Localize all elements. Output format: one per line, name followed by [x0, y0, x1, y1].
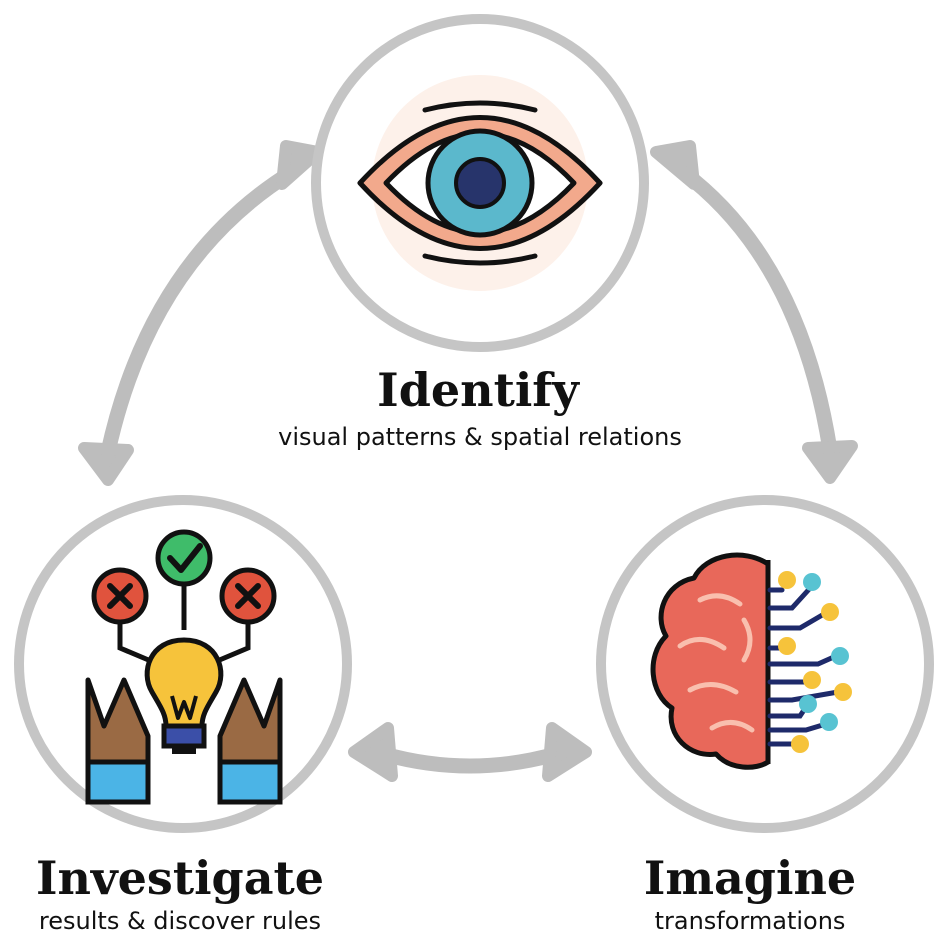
arrow-investigate-imagine — [348, 722, 592, 782]
eye-icon — [357, 75, 603, 291]
identify-title: Identify — [377, 363, 579, 417]
investigate-subtitle: results & discover rules — [38, 907, 322, 935]
identify-subtitle: visual patterns & spatial relations — [278, 423, 682, 451]
lightbulb-hands-icon — [85, 529, 283, 805]
investigate-title: Investigate — [35, 851, 325, 905]
arrow-identify-investigate — [78, 140, 324, 486]
imagine-title: Imagine — [643, 851, 857, 905]
arrow-identify-imagine — [650, 140, 858, 484]
imagine-subtitle: transformations — [654, 907, 846, 935]
check-icon — [155, 529, 213, 587]
brain-circuit-icon — [650, 552, 852, 770]
